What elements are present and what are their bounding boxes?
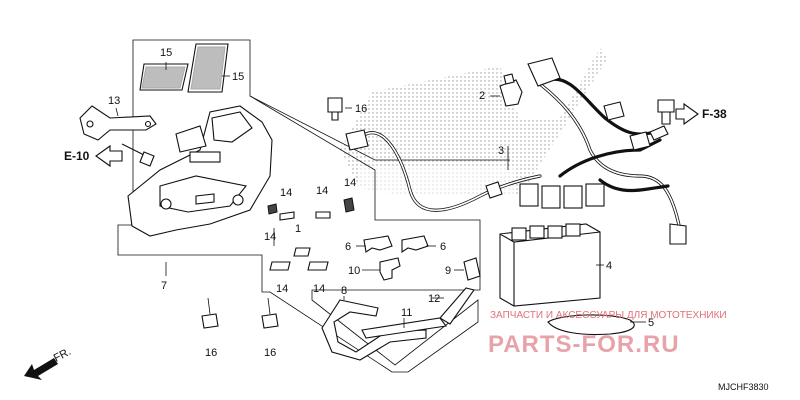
callout-12: 12 — [428, 293, 440, 305]
bolt-part-16-c — [261, 297, 279, 329]
callout-10: 10 — [348, 265, 360, 277]
stay-part-13 — [79, 105, 157, 141]
case-part-7 — [127, 105, 273, 237]
callout-14-a: 14 — [280, 187, 292, 199]
group-outline-top — [249, 95, 510, 161]
ref-e10: E-10 — [64, 149, 90, 163]
front-arrow-icon — [24, 358, 58, 380]
callout-2: 2 — [479, 90, 485, 102]
bolt-part-16-d — [327, 97, 343, 121]
strip-part-12 — [439, 287, 475, 325]
pad-part-9 — [463, 257, 481, 281]
callout-8: 8 — [341, 285, 347, 297]
clamp-part-6 — [363, 235, 429, 254]
bolt-f38 — [657, 99, 675, 125]
control-unit-part-4 — [499, 223, 601, 307]
watermark-brand: PARTS-FOR.RU — [488, 331, 680, 358]
wire-harness-part-3 — [345, 57, 687, 245]
clamp-part-2 — [499, 73, 523, 107]
f38-arrow-icon — [675, 102, 699, 126]
callout-14-c: 14 — [344, 177, 356, 189]
brand-emblem — [340, 48, 608, 196]
watermark-tagline: ЗАПЧАСТИ И АКСЕССУАРЫ ДЛЯ МОТОТЕХНИКИ — [490, 310, 727, 321]
bolt-part-16-a — [121, 143, 155, 167]
callout-5: 5 — [648, 317, 654, 329]
callout-14-f: 14 — [313, 283, 325, 295]
callout-13: 13 — [108, 95, 120, 107]
callout-14-d: 14 — [264, 231, 276, 243]
callout-16-a: 16 — [355, 103, 367, 115]
callout-4: 4 — [606, 260, 612, 272]
pad-part-15 — [139, 43, 229, 93]
bolt-part-16-b — [201, 297, 219, 329]
callout-1: 1 — [295, 223, 301, 235]
clamp-part-10 — [379, 257, 401, 281]
callout-14-b: 14 — [316, 185, 328, 197]
callout-6-a: 6 — [345, 241, 351, 253]
callout-11: 11 — [401, 307, 412, 319]
ref-front: FR. — [52, 346, 73, 365]
group-outline-main — [117, 39, 481, 373]
band-part-5 — [547, 314, 635, 335]
callout-15-a: 15 — [160, 47, 172, 59]
callout-7: 7 — [161, 280, 167, 292]
callout-3: 3 — [498, 145, 504, 157]
rubber-part-14-group — [267, 197, 355, 271]
callout-6-b: 6 — [440, 241, 446, 253]
ref-f38: F-38 — [702, 107, 727, 121]
callout-16-c: 16 — [264, 347, 276, 359]
callout-16-b: 16 — [205, 347, 217, 359]
leader-lines — [115, 62, 646, 328]
callout-15-b: 15 — [232, 71, 244, 83]
e10-arrow-icon — [95, 144, 123, 168]
callout-9: 9 — [445, 265, 451, 277]
diagram-code: MJCHF3830 — [718, 382, 769, 392]
callout-14-e: 14 — [276, 283, 288, 295]
